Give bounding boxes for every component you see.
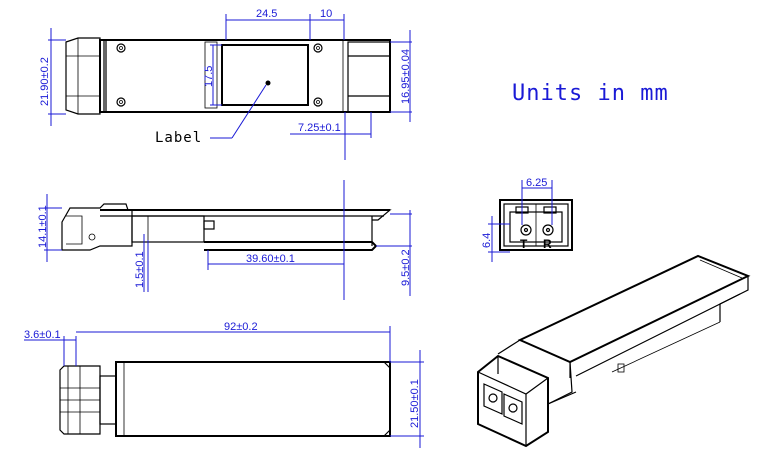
port-t-label: T (520, 237, 528, 251)
dim-front-height: 6.4 (481, 233, 493, 248)
dim-label-offset: 10 (320, 8, 332, 20)
dim-label-height: 17.5 (203, 66, 215, 87)
label-callout: Label (155, 130, 202, 146)
dim-front-pitch: 6.25 (526, 177, 547, 189)
units-note: Units in mm (512, 81, 669, 106)
bottom-view: 3.6±0.1 92±0.2 21.50±0.1 (24, 321, 424, 448)
port-r-label: R (543, 237, 552, 251)
front-view: T R 6.25 6.4 (481, 177, 573, 262)
dim-side-length: 39.60±0.1 (246, 253, 295, 265)
dim-bottom-height: 21.50±0.1 (409, 379, 421, 428)
isometric-view (477, 254, 751, 448)
side-view: 14.1±0.1 1.5±0.1 39.60±0.1 9.5±0.2 (37, 180, 412, 300)
dim-bottom-length: 92±0.2 (224, 321, 258, 333)
dim-bottom-front: 3.6±0.1 (24, 329, 61, 341)
dim-label-width: 24.5 (256, 8, 277, 20)
dim-latch: 7.25±0.1 (298, 122, 341, 134)
dim-side-height: 14.1±0.1 (37, 205, 49, 248)
dim-body-height: 21.90±0.2 (39, 57, 51, 106)
dim-right-height: 16.95±0.04 (400, 49, 412, 104)
dim-side-offset: 1.5±0.1 (134, 251, 146, 288)
top-view: 24.5 10 17.5 21.90±0.2 16.95±0.04 7.25±0… (39, 8, 412, 160)
dim-side-right: 9.5±0.2 (400, 249, 412, 286)
